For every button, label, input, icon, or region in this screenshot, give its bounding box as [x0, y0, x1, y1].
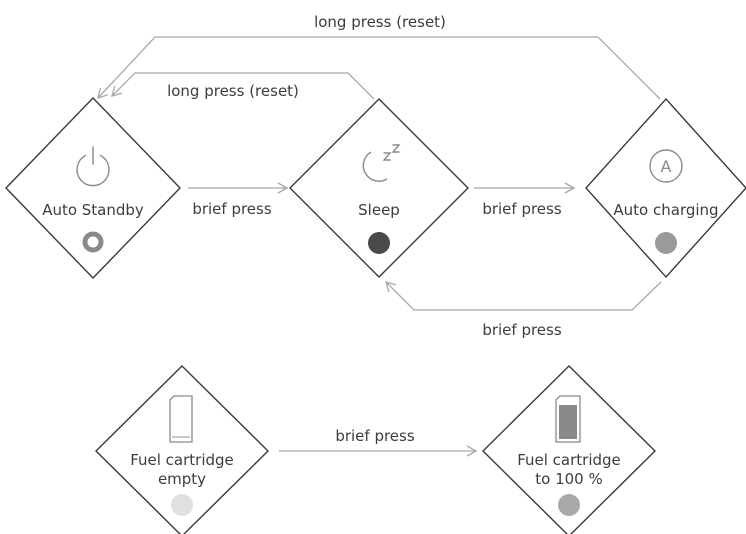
node-fuel-full-label-line2: to 100 % — [535, 470, 602, 488]
node-fuel-full-diamond — [482, 365, 656, 534]
status-indicator-ring — [82, 231, 104, 253]
node-auto-standby: Auto Standby — [5, 96, 181, 280]
node-fuel-full-label-line1: Fuel cartridge — [517, 451, 621, 469]
node-auto-standby-label: Auto Standby — [42, 201, 144, 219]
node-fuel-empty-diamond — [95, 365, 269, 534]
power-icon — [76, 146, 110, 187]
edge-charging-to-sleep-line — [385, 281, 662, 311]
node-fuel-empty: Fuel cartridge empty — [95, 365, 269, 534]
status-indicator-dot — [655, 232, 677, 254]
node-auto-charging: A Auto charging — [585, 97, 746, 279]
svg-text:A: A — [661, 157, 672, 176]
edge-label-sleep-charging: brief press — [482, 200, 562, 218]
node-fuel-empty-label-line2: empty — [158, 470, 206, 488]
node-sleep: Sleep — [289, 98, 469, 278]
edge-label-long-press-outer: long press (reset) — [314, 13, 446, 31]
edge-label-empty-full: brief press — [335, 427, 415, 445]
node-auto-charging-label: Auto charging — [613, 201, 718, 219]
node-sleep-label: Sleep — [358, 201, 400, 219]
edge-label-standby-sleep: brief press — [192, 200, 272, 218]
edge-sleep-to-standby-line — [111, 72, 375, 100]
node-auto-standby-diamond — [5, 96, 181, 280]
node-sleep-diamond — [289, 98, 469, 278]
edge-charging-to-standby-line — [97, 36, 661, 100]
full-cartridge-icon — [555, 395, 581, 443]
moon-zz-icon — [362, 144, 401, 182]
status-indicator-dot — [171, 494, 193, 516]
edge-label-long-press-inner: long press (reset) — [167, 82, 299, 100]
node-fuel-empty-label-line1: Fuel cartridge — [130, 451, 234, 469]
status-indicator-dot — [558, 494, 580, 516]
status-indicator-dot — [368, 232, 390, 254]
node-fuel-full: Fuel cartridge to 100 % — [482, 365, 656, 534]
letter-a-circle-icon: A — [649, 149, 683, 183]
edge-label-charging-sleep: brief press — [482, 321, 562, 339]
node-auto-charging-diamond — [585, 97, 746, 279]
empty-cartridge-icon — [169, 395, 193, 443]
